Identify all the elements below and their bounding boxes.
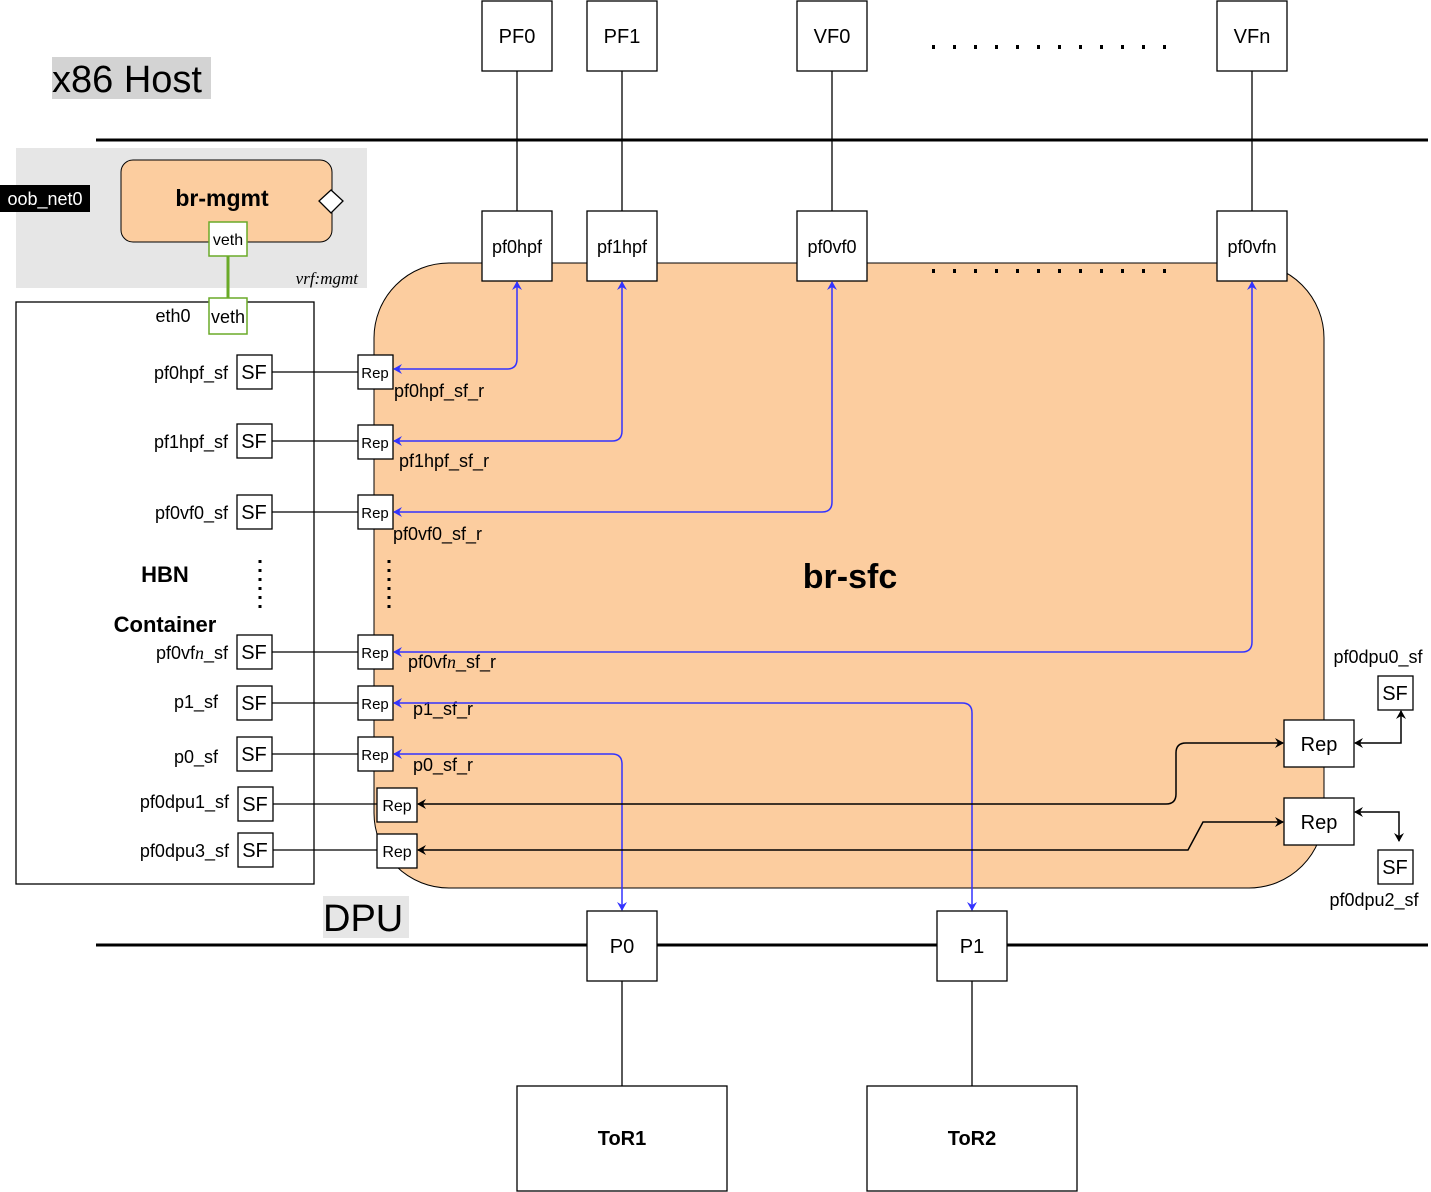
veth-mgmt-end bbox=[208, 221, 248, 257]
oob-net0-label: oob_net0 bbox=[7, 189, 82, 210]
oob-label-bg bbox=[0, 185, 90, 212]
tor2-switch: ToR2 bbox=[866, 1085, 1078, 1192]
svg-text:Rep: Rep bbox=[1301, 734, 1338, 756]
flow-pf0dpu1 bbox=[417, 738, 1284, 809]
svg-text:SF: SF bbox=[241, 362, 267, 384]
svg-text:p0_sf_r: p0_sf_r bbox=[413, 755, 473, 776]
svg-text:Rep: Rep bbox=[382, 844, 411, 861]
host-rep-pf0vfn: pf0vfn bbox=[1216, 210, 1288, 282]
dpu-sf-2: SF pf0dpu2_sf bbox=[1329, 849, 1420, 911]
svg-text:pf0vf0_sf: pf0vf0_sf bbox=[155, 503, 229, 524]
svg-text:PF0: PF0 bbox=[499, 26, 536, 48]
svg-text:SF: SF bbox=[241, 693, 267, 715]
svg-text:p0_sf: p0_sf bbox=[174, 747, 219, 768]
svg-text:pf0vfn_sf_r: pf0vfn_sf_r bbox=[408, 652, 496, 673]
svg-text:Rep: Rep bbox=[361, 645, 389, 662]
flow-pf0vfn bbox=[393, 281, 1257, 657]
svg-text:PF1: PF1 bbox=[604, 26, 641, 48]
eth0-label: eth0 bbox=[155, 306, 190, 326]
port-p1: P1 bbox=[936, 910, 1008, 982]
svg-text:pf0vf0: pf0vf0 bbox=[807, 237, 856, 257]
svg-text:Rep: Rep bbox=[361, 747, 389, 764]
svg-text:pf1hpf_sf_r: pf1hpf_sf_r bbox=[399, 451, 489, 472]
svg-text:Rep: Rep bbox=[382, 798, 411, 815]
tor1-switch: ToR1 bbox=[516, 1085, 728, 1192]
port-diamond-icon bbox=[318, 189, 344, 214]
svg-text:pf1hpf: pf1hpf bbox=[597, 237, 648, 257]
host-function-pf1: PF1 bbox=[586, 0, 658, 72]
svg-text:pf0vfn: pf0vfn bbox=[1227, 237, 1276, 257]
flow-pf0dpu3 bbox=[417, 817, 1284, 855]
flow-p1 bbox=[393, 698, 977, 911]
black-flows bbox=[417, 710, 1406, 855]
veth-mgmt-label: veth bbox=[213, 232, 243, 249]
svg-text:SF: SF bbox=[242, 840, 268, 862]
svg-text:SF: SF bbox=[1382, 683, 1408, 705]
host-rep-pf0hpf: pf0hpf bbox=[481, 210, 553, 282]
svg-text:SF: SF bbox=[1382, 857, 1408, 879]
svg-text:P0: P0 bbox=[610, 936, 634, 958]
host-function-pf0: PF0 bbox=[481, 0, 553, 72]
dpu-zone-label: DPU bbox=[323, 898, 403, 940]
host-zone-label: x86 Host bbox=[52, 59, 202, 101]
svg-text:pf0dpu2_sf: pf0dpu2_sf bbox=[1329, 890, 1419, 911]
svg-text:ToR1: ToR1 bbox=[598, 1128, 647, 1150]
svg-text:pf0vfn_sf: pf0vfn_sf bbox=[156, 643, 229, 664]
svg-text:pf0hpf_sf_r: pf0hpf_sf_r bbox=[394, 381, 484, 402]
svg-text:pf0vf0_sf_r: pf0vf0_sf_r bbox=[393, 524, 482, 545]
veth-container-end bbox=[208, 297, 248, 335]
port-p0: P0 bbox=[586, 910, 658, 982]
svg-text:pf0dpu3_sf: pf0dpu3_sf bbox=[140, 841, 230, 862]
svg-text:Rep: Rep bbox=[1301, 812, 1338, 834]
svg-text:pf0hpf_sf: pf0hpf_sf bbox=[154, 363, 229, 384]
svg-text:SF: SF bbox=[241, 502, 267, 524]
host-function-vf0: VF0 bbox=[796, 0, 868, 72]
svg-text:pf1hpf_sf: pf1hpf_sf bbox=[154, 432, 229, 453]
br-mgmt-label: br-mgmt bbox=[175, 185, 269, 211]
svg-text:p1_sf_r: p1_sf_r bbox=[413, 699, 473, 720]
svg-text:SF: SF bbox=[241, 431, 267, 453]
svg-text:SF: SF bbox=[241, 744, 267, 766]
svg-text:pf0dpu1_sf: pf0dpu1_sf bbox=[140, 792, 230, 813]
svg-text:VFn: VFn bbox=[1234, 26, 1271, 48]
svg-text:Rep: Rep bbox=[361, 435, 389, 452]
container-label: Container bbox=[114, 612, 217, 637]
svg-text:SF: SF bbox=[242, 794, 268, 816]
host-label-bg bbox=[52, 57, 211, 99]
host-rep-pf1hpf: pf1hpf bbox=[586, 210, 658, 282]
dpu-rep-0: Rep bbox=[1283, 719, 1355, 768]
flow-dpu2-sf bbox=[1354, 807, 1404, 842]
svg-text:SF: SF bbox=[241, 642, 267, 664]
svg-text:Rep: Rep bbox=[361, 505, 389, 522]
br-sfc-label: br-sfc bbox=[803, 558, 897, 596]
svg-text:p1_sf: p1_sf bbox=[174, 692, 219, 713]
svg-text:pf0hpf: pf0hpf bbox=[492, 237, 543, 257]
dpu-sf-0: pf0dpu0_sf SF bbox=[1333, 647, 1424, 711]
svg-text:VF0: VF0 bbox=[814, 26, 851, 48]
svg-text:Rep: Rep bbox=[361, 365, 389, 382]
svg-text:P1: P1 bbox=[960, 936, 984, 958]
flow-dpu0-sf bbox=[1354, 710, 1406, 748]
svg-text:ToR2: ToR2 bbox=[948, 1128, 997, 1150]
veth-container-label: veth bbox=[211, 307, 245, 327]
svg-text:pf0dpu0_sf: pf0dpu0_sf bbox=[1333, 647, 1423, 668]
dpu-rep-2: Rep bbox=[1283, 797, 1355, 846]
host-rep-pf0vf0: pf0vf0 bbox=[796, 210, 868, 282]
hbn-label: HBN bbox=[141, 562, 189, 587]
vrf-label: vrf:mgmt bbox=[296, 269, 360, 288]
host-function-vfn: VFn bbox=[1216, 0, 1288, 72]
svg-text:Rep: Rep bbox=[361, 696, 389, 713]
